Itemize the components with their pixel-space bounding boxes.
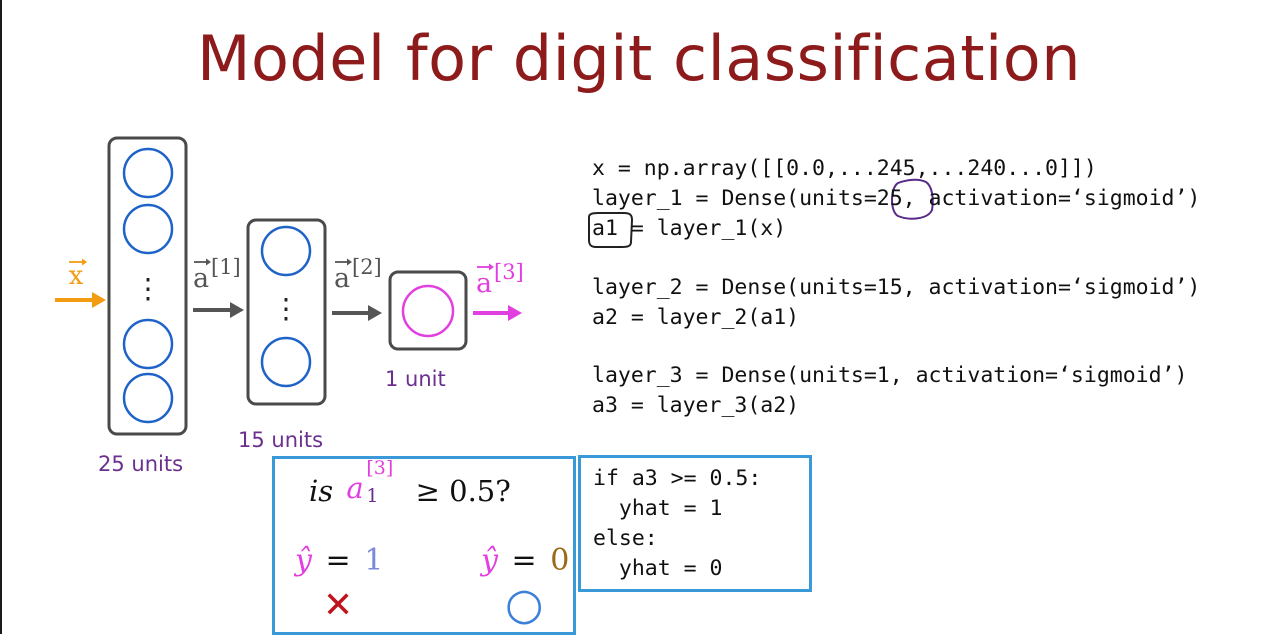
- input-vector-arrowhead-icon: [82, 258, 87, 266]
- layer-2-box: [246, 218, 327, 406]
- left-border-rule: [0, 0, 2, 634]
- threshold-code-box: if a3 >= 0.5: yhat = 1 else: yhat = 0: [578, 455, 812, 592]
- circle-icon: ○: [505, 579, 544, 630]
- code-line-1: x = np.array([[0.0,...245,...240...0]]): [592, 156, 1097, 181]
- activation-1-arrowhead: [230, 302, 244, 318]
- activation-1-label: a: [193, 263, 209, 294]
- question-activation: a [3] 1: [346, 457, 402, 507]
- question-is: is: [309, 474, 334, 508]
- activation-3-vector-head-icon: [489, 263, 494, 271]
- yhat-symbol-0: ŷ: [481, 543, 498, 578]
- activation-2-arrowhead: [368, 305, 382, 321]
- activation-2-vector-head-icon: [347, 258, 352, 266]
- activation-1-superscript: [1]: [211, 255, 241, 279]
- threshold-question-box: is a [3] 1 ≥ 0.5? ŷ = 1 ŷ = 0 ✕ ○: [272, 456, 576, 635]
- layer-1-units-label: 25 units: [98, 452, 184, 476]
- equals-sign-0: =: [511, 543, 537, 578]
- yhat-equals-0: ŷ = 0: [481, 543, 569, 578]
- cross-icon: ✕: [323, 585, 354, 626]
- yhat-equals-1: ŷ = 1: [295, 543, 383, 578]
- input-arrowhead: [92, 292, 106, 308]
- layer-1-neuron: [122, 203, 174, 255]
- question-condition: ≥ 0.5?: [415, 474, 511, 508]
- question-sub: 1: [366, 485, 379, 507]
- layer-2-ellipsis: ⋮: [272, 292, 300, 325]
- activation-3-superscript: [3]: [494, 260, 524, 284]
- output-neuron: [401, 284, 455, 338]
- code-line-6: layer_3 = Dense(units=1, activation=‘sig…: [592, 363, 1188, 388]
- layer-3-units-label: 1 unit: [385, 367, 446, 391]
- ifelse-line-4: yhat = 0: [593, 556, 723, 581]
- code-line-7: a3 = layer_3(a2): [592, 393, 800, 418]
- annotation-box-a1: [588, 212, 634, 248]
- code-line-5: a2 = layer_2(a1): [592, 305, 800, 330]
- layer-2-neuron: [260, 225, 312, 277]
- activation-3-arrowhead: [508, 305, 522, 321]
- page-title: Model for digit classification: [196, 22, 1082, 95]
- code-line-3: a1 = layer_1(x): [592, 216, 787, 241]
- question-sup: [3]: [366, 457, 394, 479]
- ifelse-line-1: if a3 >= 0.5:: [593, 466, 762, 491]
- question-text: is a [3] 1 ≥ 0.5?: [309, 457, 511, 508]
- activation-2-label: a: [334, 263, 350, 294]
- layer-2-neuron: [260, 336, 312, 388]
- code-line-4: layer_2 = Dense(units=15, activation=‘si…: [592, 275, 1201, 300]
- activation-1-vector-head-icon: [206, 258, 211, 266]
- layer-3-box: [388, 270, 468, 351]
- code-line-2: layer_1 = Dense(units=25, activation=‘si…: [592, 186, 1201, 211]
- layer-1-ellipsis: ⋮: [134, 272, 162, 305]
- question-a: a: [346, 471, 364, 505]
- layer-2-units-label: 15 units: [238, 428, 324, 452]
- activation-3-label: a: [476, 268, 492, 299]
- yhat-value-0: 0: [550, 543, 570, 578]
- layer-1-neuron: [122, 372, 174, 424]
- input-x-label: x: [69, 261, 84, 291]
- layer-1-neuron: [122, 147, 174, 199]
- yhat-symbol-1: ŷ: [295, 543, 312, 578]
- layer-1-neuron: [122, 318, 174, 370]
- yhat-value-1: 1: [364, 543, 384, 578]
- activation-2-superscript: [2]: [352, 255, 382, 279]
- annotation-circle-units: [891, 178, 934, 220]
- ifelse-line-3: else:: [593, 526, 658, 551]
- equals-sign-1: =: [325, 543, 351, 578]
- ifelse-line-2: yhat = 1: [593, 496, 723, 521]
- layer-1-box: [107, 136, 188, 436]
